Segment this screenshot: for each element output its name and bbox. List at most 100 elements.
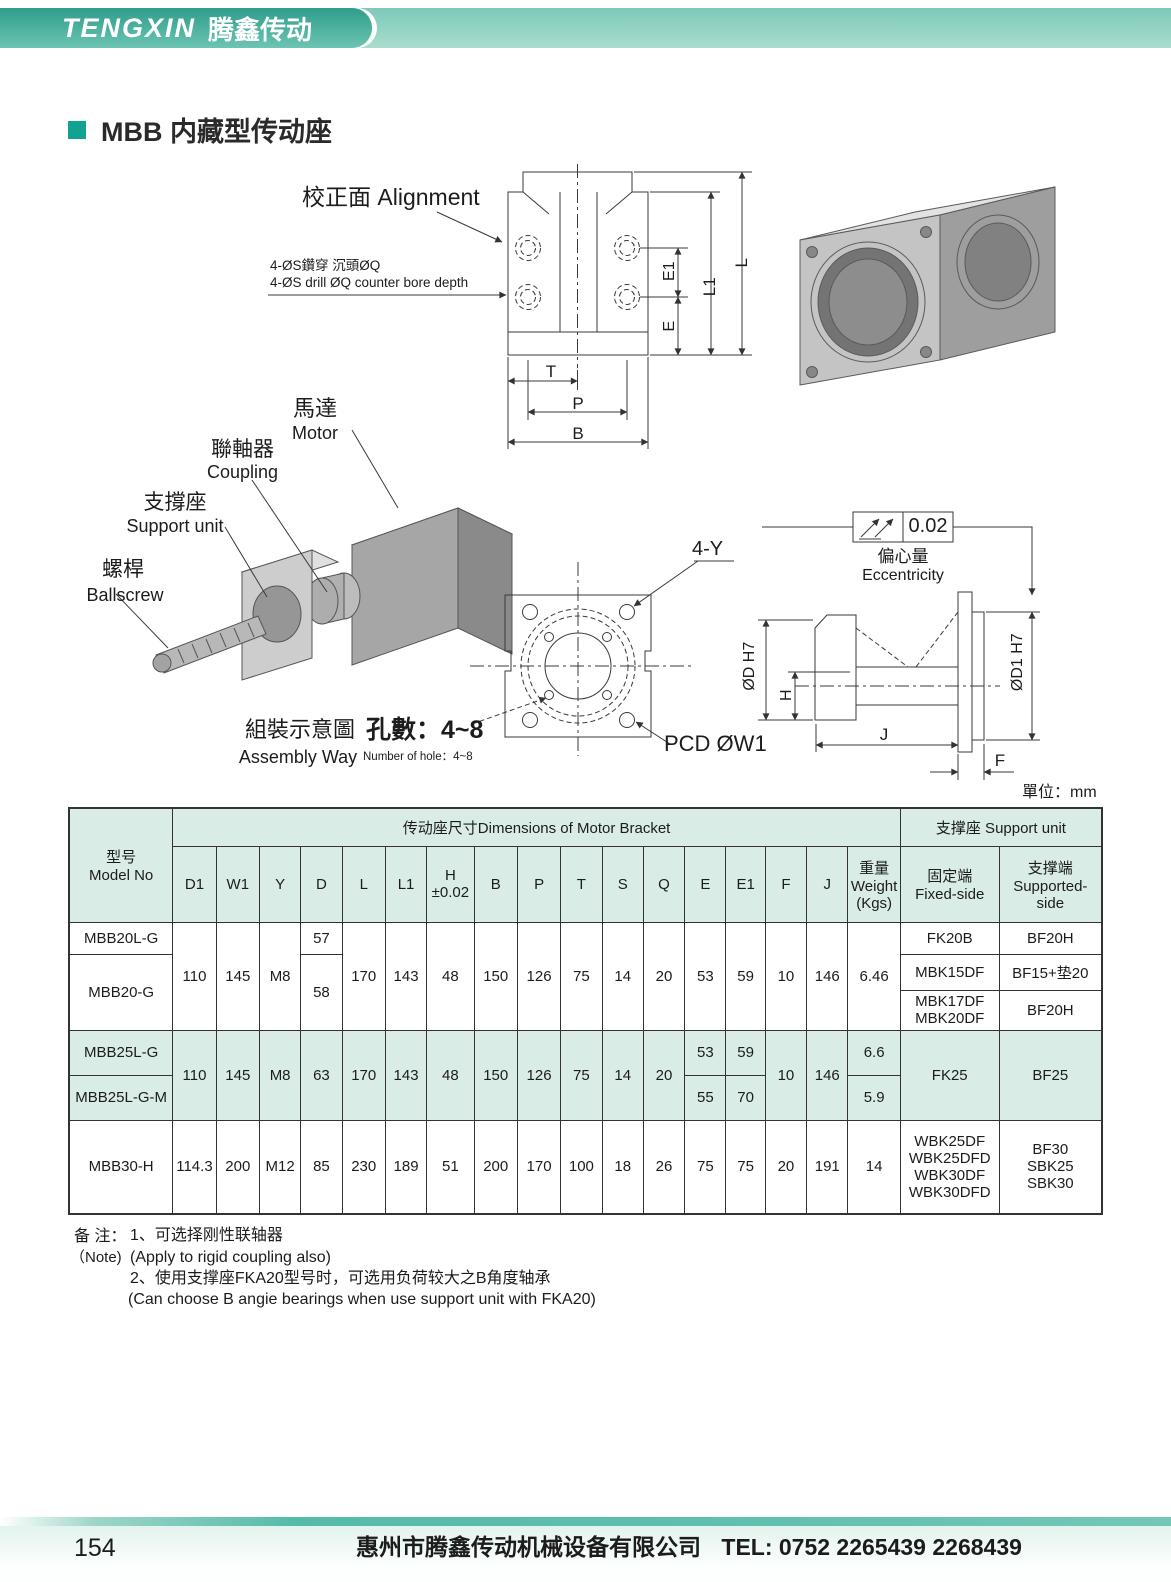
front-view-drawing [268,164,752,449]
dim-j: J [879,725,889,744]
col-p: P [516,845,562,923]
g2-d1: 110 [172,1029,217,1121]
dim-t: T [545,362,557,381]
table-row: MBB20L-G 110 145 M8 57 170 143 48 150 12… [68,921,1103,1031]
g3-weight: 14 [847,1119,901,1215]
g2-fixed: FK25 [899,1029,1000,1121]
col-h: H ±0.02 [426,845,475,923]
g2-w1: 145 [215,1029,260,1121]
g3-fixed: WBK25DF WBK25DFD WBK30DF WBK30DFD [899,1119,1000,1215]
col-weight: 重量 Weight (Kgs) [847,845,901,923]
flange-view-drawing [470,560,734,756]
company-info: 惠州市腾鑫传动机械设备有限公司 TEL: 0752 2265439 226843… [356,1534,1022,1560]
g3-l1: 189 [384,1119,428,1215]
support-unit-label-cn: 支撐座 [143,491,207,514]
g1-s: 14 [601,921,644,1031]
g2-b: 150 [473,1029,518,1121]
dim-p: P [572,394,584,413]
logo-chinese: 腾鑫传动 [208,14,313,45]
g3-l: 230 [341,1119,386,1215]
g1-sup-1: BF20H [998,921,1103,955]
notes-label-cn: 备 注： [74,1228,127,1245]
note-item2-cn: 2、使用支撑座FKA20型号时，可选用负荷较大之B角度轴承 [130,1270,551,1287]
g1-w1: 145 [215,921,260,1031]
col-e: E [684,845,727,923]
motor-label-en: Motor [291,423,338,443]
motor-label-cn: 馬達 [292,396,337,421]
col-y: Y [258,845,302,923]
header-model: 型号 Model No [68,807,174,923]
spec-table: 型号 Model No 传动座尺寸Dimensions of Motor Bra… [68,807,1103,1215]
table-row: MBK17DF MBK20DF BF20H [69,989,1103,1031]
g3-sup: BF30 SBK25 SBK30 [998,1119,1103,1215]
col-supported-side: 支撑端 Supported- side [998,845,1103,923]
g2-model-a: MBB25L-G [68,1029,174,1076]
col-fixed-side: 固定端 Fixed-side [899,845,1000,923]
g2-e-a: 53 [684,1029,727,1076]
g1-y: M8 [258,921,302,1031]
g1-q: 20 [642,921,686,1031]
g3-q: 26 [642,1119,686,1215]
table-row: MBB25L-G 110 145 M8 63 170 143 48 150 12… [68,1029,1103,1121]
brand-logo: TENGXIN 腾鑫传动 [0,8,372,48]
col-l1: L1 [384,845,428,923]
col-l: L [341,845,386,923]
dim-l1: L1 [700,277,720,297]
dim-l: L [732,258,752,268]
g2-model-b: MBB25L-G-M [68,1074,174,1121]
g1-fixed-1: FK20B [899,921,1000,955]
eccentricity-label-en: Eccentricity [862,567,944,584]
g3-s: 18 [601,1119,644,1215]
dim-e: E [660,320,678,332]
g1-h: 48 [426,921,475,1031]
g2-p: 126 [516,1029,562,1121]
g2-l1: 143 [384,1029,428,1121]
g3-e: 75 [684,1119,727,1215]
g3-p: 170 [516,1119,562,1215]
bracket-3d-view [799,186,1056,386]
g2-q: 20 [642,1029,686,1121]
g1-weight: 6.46 [847,921,901,1031]
g1-fixed-2: MBK15DF [899,953,1000,991]
g3-model: MBB30-H [68,1119,174,1215]
table-row: 型号 Model No 传动座尺寸Dimensions of Motor Bra… [68,807,1103,923]
g3-e1: 75 [725,1119,766,1215]
g3-y: M12 [258,1119,302,1215]
page-number: 154 [74,1534,116,1562]
g1-d1: 110 [172,921,217,1031]
eccentricity-label-cn: 偏心量 [877,547,929,566]
col-q: Q [642,845,686,923]
g1-l1: 143 [384,921,428,1031]
header-support-group: 支撑座 Support unit [899,807,1103,847]
company-tel: TEL: 0752 2265439 2268439 [721,1534,1022,1560]
coupling-label-cn: 聯軸器 [211,438,274,461]
g3-t: 100 [560,1119,603,1215]
runout-arrows-icon [859,518,894,540]
col-s: S [601,845,644,923]
dim-f: F [994,751,1006,770]
g1-model-b: MBB20-G [68,953,174,1031]
header-dimensions-group: 传动座尺寸Dimensions of Motor Bracket [172,807,901,847]
g3-j: 191 [806,1119,849,1215]
technical-drawings [115,164,1056,780]
note-item2-en: (Can choose B angie bearings when use su… [128,1291,596,1308]
g2-e1-a: 59 [725,1029,766,1076]
drill-note-en: 4-ØS drill ØQ counter bore depth [270,275,469,290]
g3-b: 200 [473,1119,518,1215]
g2-e1-b: 70 [725,1074,766,1121]
g1-f: 10 [764,921,808,1031]
hole-count-label-cn: 孔數：4~8 [366,716,484,744]
g1-e1: 59 [725,921,766,1031]
pcd-label: PCD ØW1 [664,731,767,756]
note-item1-cn: 1、可选择刚性联轴器 [130,1227,283,1244]
g3-f: 20 [764,1119,808,1215]
logo-wordmark: TENGXIN [62,12,197,43]
page-title: MBB 内藏型传动座 [101,117,332,147]
assembly-illustration [115,429,514,681]
table-row: MBB20-G 58 MBK15DF BF15+垫20 [68,953,1103,1031]
footer-background [0,1526,1171,1582]
four-y-label: 4-Y [692,538,724,560]
col-b: B [473,845,518,923]
table-row: MBB30-H 114.3 200 M12 85 230 189 51 200 … [68,1119,1103,1215]
